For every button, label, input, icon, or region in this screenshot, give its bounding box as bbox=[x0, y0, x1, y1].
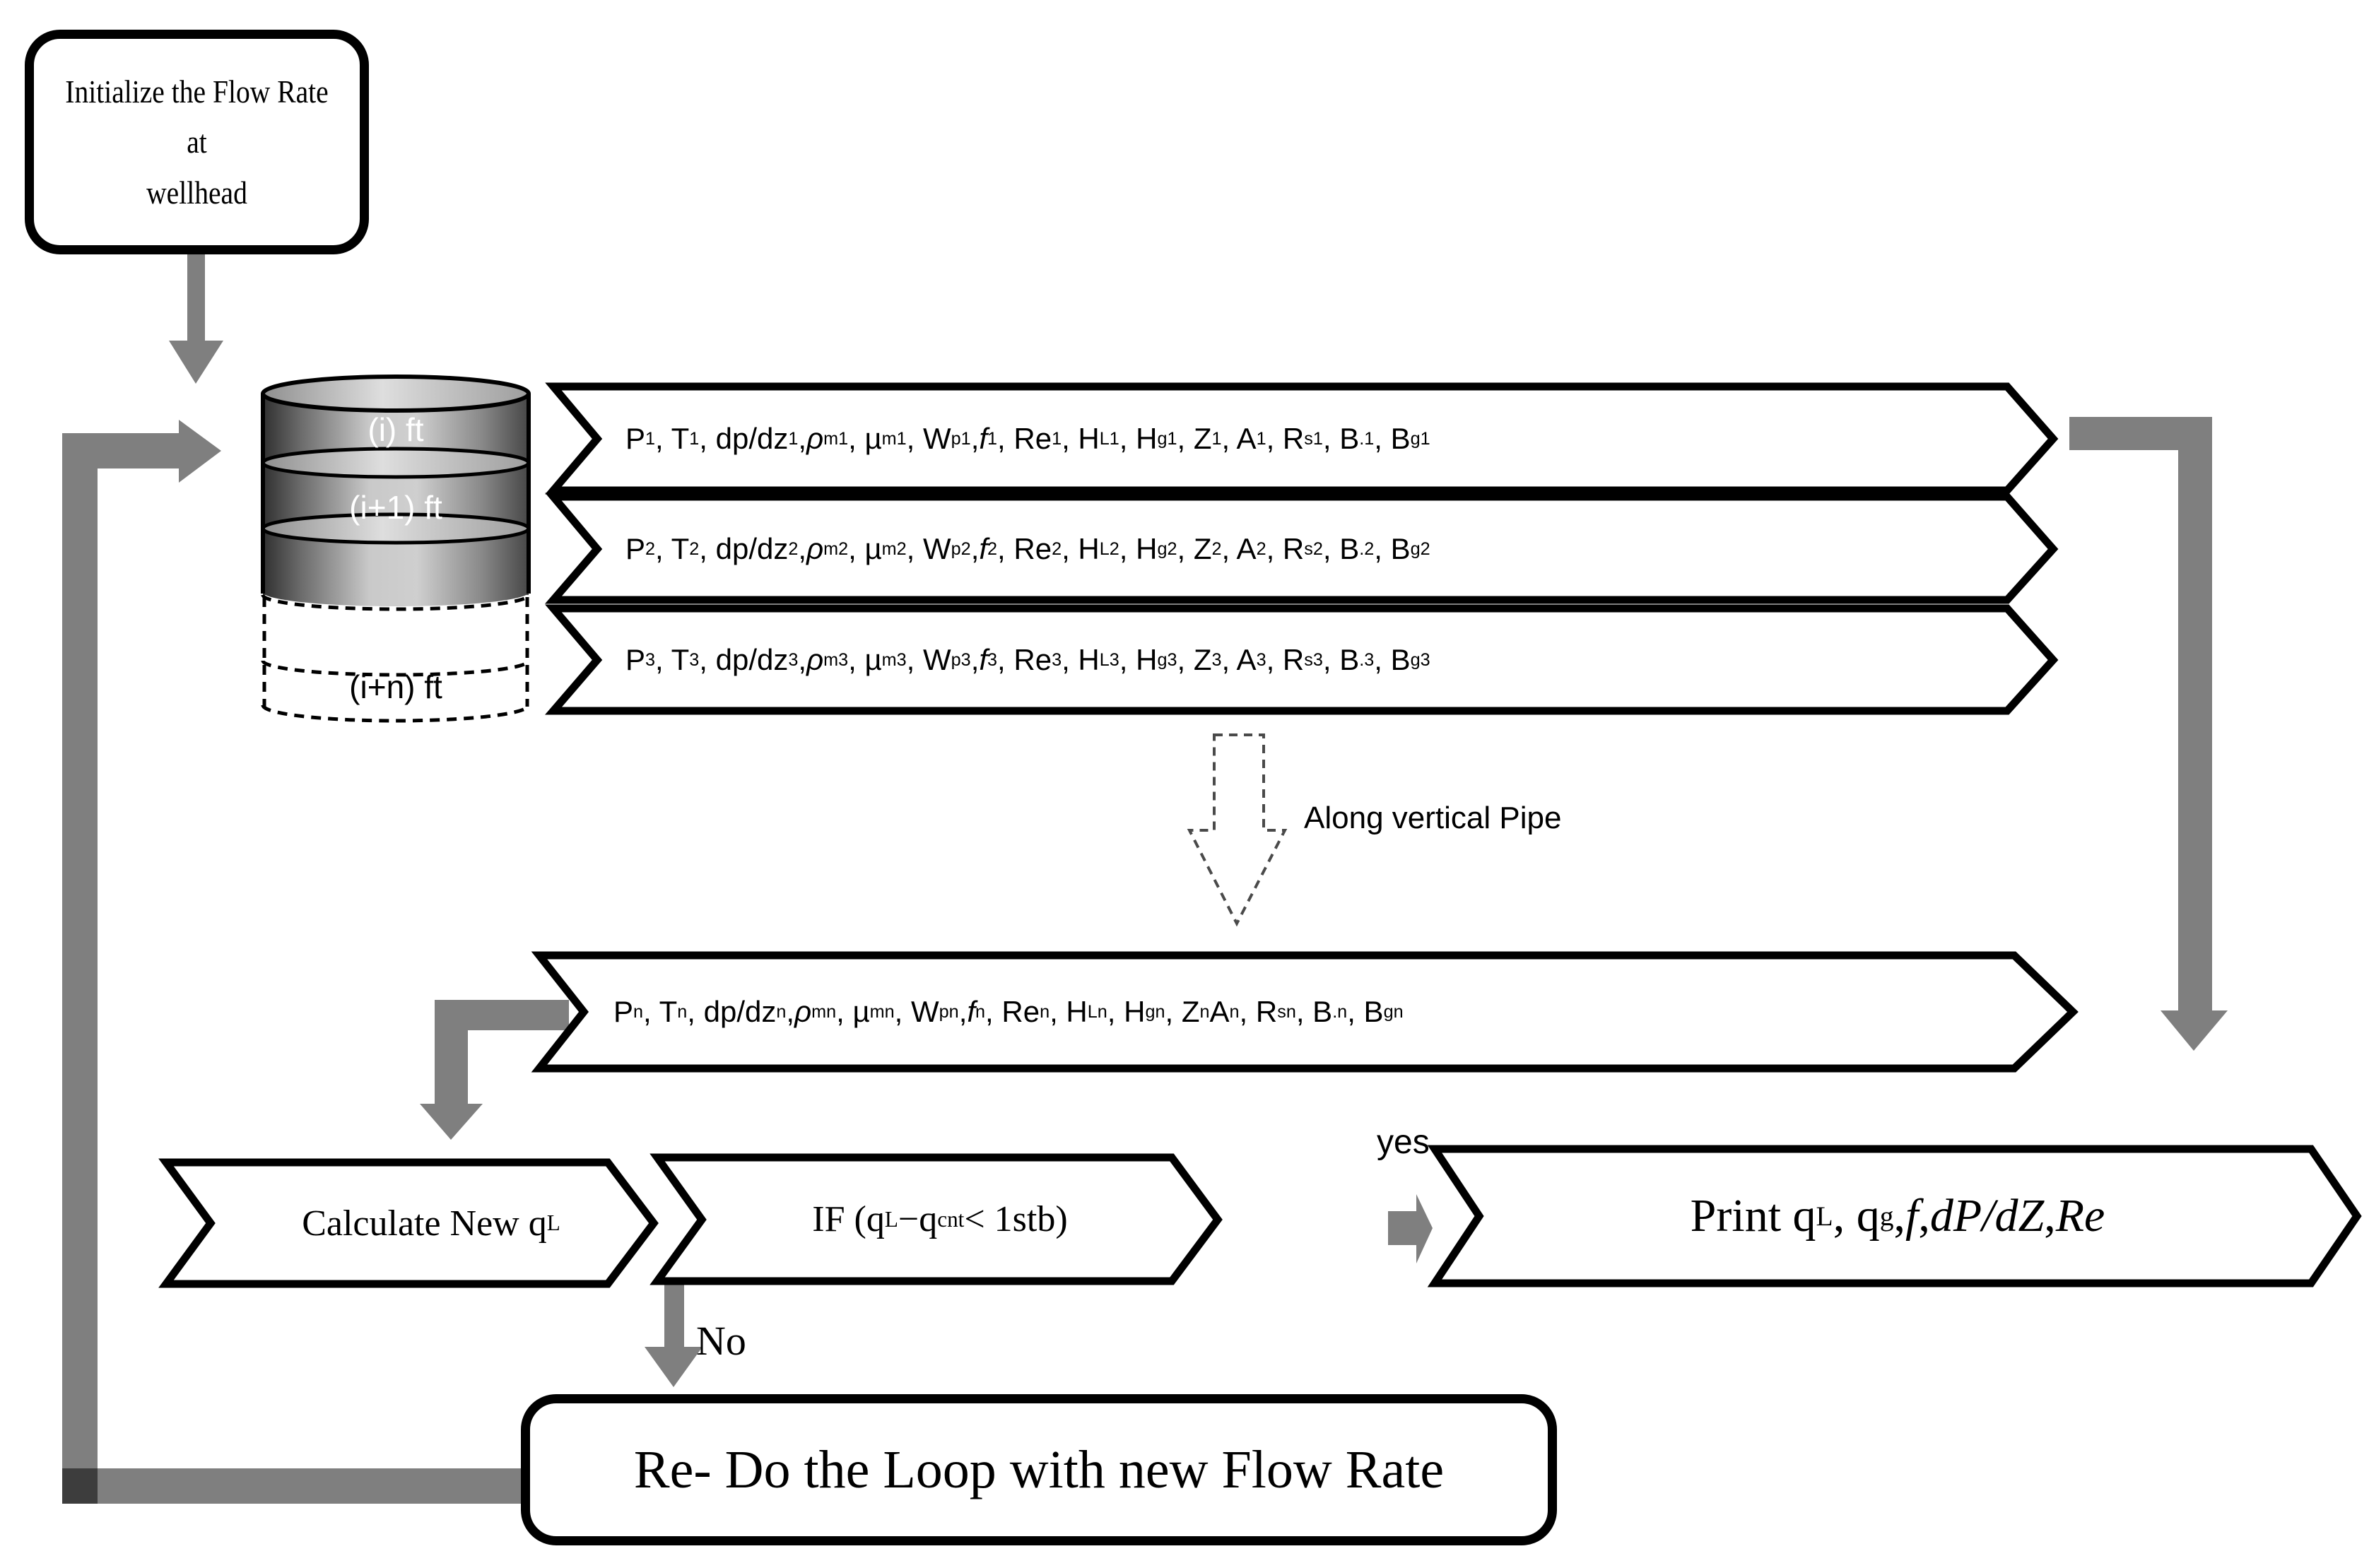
loop-corner-joint bbox=[62, 1468, 98, 1504]
yes-arrow-head bbox=[1416, 1194, 1433, 1263]
print-banner-shape bbox=[1427, 1145, 2362, 1287]
along-pipe-label: Along vertical Pipe bbox=[1304, 801, 1562, 835]
no-label: No bbox=[696, 1317, 746, 1364]
arrow-right-bypass bbox=[2069, 417, 2228, 1051]
param-banner-2 bbox=[545, 493, 2059, 604]
param-banner-1 bbox=[545, 382, 2059, 495]
redo-box-label: Re- Do the Loop with new Flow Rate bbox=[633, 1439, 1445, 1499]
loop-arrow-head bbox=[179, 420, 221, 483]
cylinder-dashed-sides bbox=[262, 597, 529, 707]
no-arrow bbox=[645, 1283, 703, 1387]
loop-top-arm bbox=[98, 433, 181, 468]
calc-banner-shape bbox=[158, 1158, 659, 1288]
loop-vertical-bar bbox=[62, 433, 98, 1468]
condition-banner-shape bbox=[649, 1153, 1223, 1285]
arrow-rown-to-calc bbox=[420, 1000, 569, 1140]
arrow-shaft bbox=[187, 252, 205, 342]
well-pipe-cylinder bbox=[261, 375, 531, 723]
elbow-arrow-head bbox=[420, 1104, 483, 1140]
yes-arrow-shaft bbox=[1388, 1211, 1418, 1245]
yes-arrow bbox=[1388, 1194, 1433, 1263]
yes-label: yes bbox=[1377, 1123, 1430, 1161]
redo-box: Re- Do the Loop with new Flow Rate bbox=[521, 1394, 1557, 1545]
cylinder-body-bottom bbox=[263, 578, 529, 606]
loop-back-connector bbox=[62, 420, 522, 1504]
cylinder-dashed-bottom bbox=[261, 705, 531, 723]
pipe-segment-i-label: (i) ft bbox=[368, 411, 424, 448]
dashed-down-arrow bbox=[1187, 733, 1288, 927]
loop-bottom-arm bbox=[98, 1468, 522, 1504]
no-arrow-shaft bbox=[664, 1283, 684, 1348]
arrow-head bbox=[169, 341, 223, 384]
no-arrow-head bbox=[645, 1347, 703, 1387]
pipe-segment-i1-label: (i+1) ft bbox=[349, 489, 442, 526]
bypass-vertical bbox=[2178, 417, 2212, 1013]
param-banner-3 bbox=[545, 604, 2059, 715]
cylinder-body bbox=[263, 394, 529, 595]
param-banner-n bbox=[531, 951, 2079, 1073]
cylinder-seam-1 bbox=[261, 447, 531, 479]
bypass-arrow-head bbox=[2161, 1010, 2228, 1051]
cylinder-side-edges bbox=[261, 394, 531, 594]
pipe-segment-in-label: (i+n) ft bbox=[349, 668, 442, 705]
cylinder-top-rim bbox=[261, 375, 531, 413]
cylinder-dashed-seam-2 bbox=[261, 660, 531, 677]
cylinder-dashed-seam-1 bbox=[261, 594, 531, 611]
arrow-init-to-pipe bbox=[169, 252, 223, 384]
elbow-vertical bbox=[435, 1000, 468, 1106]
